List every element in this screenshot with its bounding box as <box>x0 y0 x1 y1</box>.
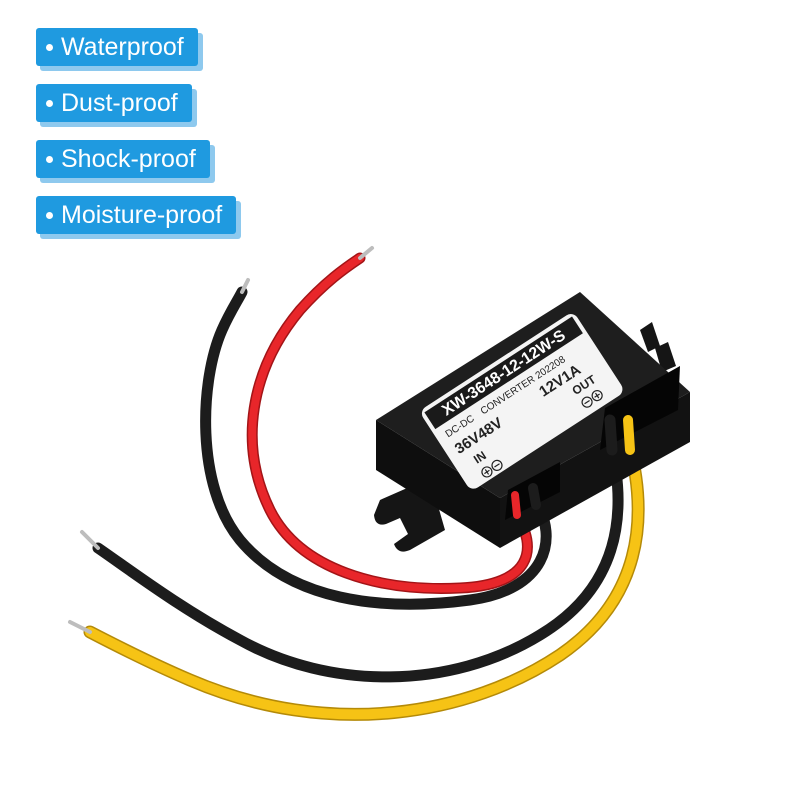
bullet-icon <box>46 155 53 163</box>
black-output-wire <box>80 434 624 683</box>
converter-module: XW-3648-12-12W-S DC-DC CONVERTER 202208 … <box>374 292 690 552</box>
output-minus-icon <box>581 396 593 408</box>
yellow-wire <box>68 433 645 721</box>
feature-label: Shock-proof <box>61 145 196 173</box>
feature-label: Dust-proof <box>61 89 178 117</box>
black-input-wire <box>200 278 552 610</box>
feature-badge-waterproof: Waterproof <box>36 28 203 71</box>
feature-badge-moisture-proof: Moisture-proof <box>36 196 242 239</box>
feature-label: Moisture-proof <box>61 201 223 229</box>
input-minus-icon <box>491 459 503 472</box>
bullet-icon <box>46 99 53 107</box>
input-plus-icon <box>481 466 493 478</box>
red-wire <box>246 246 533 594</box>
bullet-icon <box>46 43 53 51</box>
output-plus-icon <box>591 390 603 402</box>
feature-badges: Waterproof Dust-proof Shock-proof Moistu… <box>36 28 242 252</box>
bullet-icon <box>46 211 53 219</box>
feature-label: Waterproof <box>61 33 184 61</box>
feature-badge-shock-proof: Shock-proof <box>36 140 215 183</box>
feature-badge-dust-proof: Dust-proof <box>36 84 197 127</box>
